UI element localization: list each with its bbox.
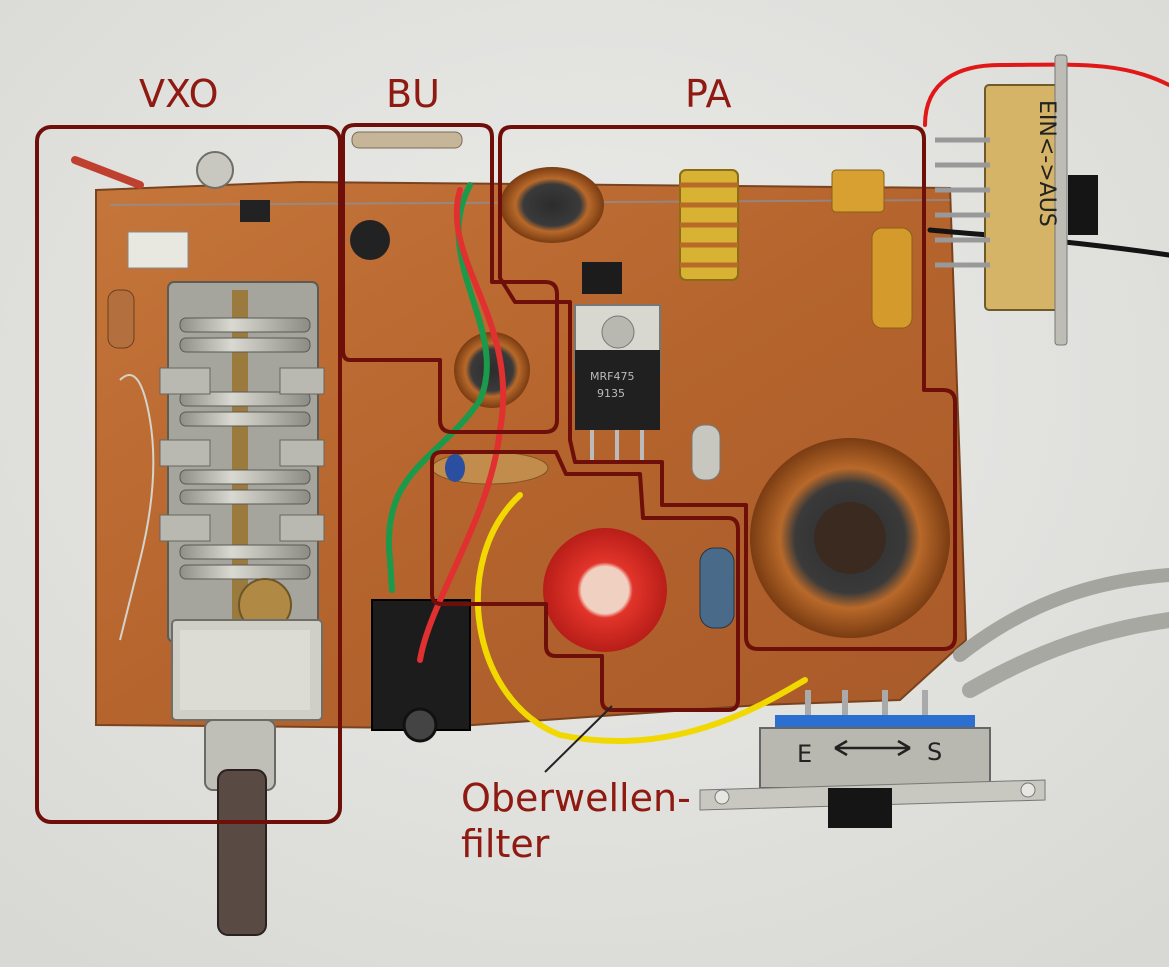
transistor-code: 9135 bbox=[597, 387, 625, 400]
bu-label: BU bbox=[386, 72, 440, 116]
filter-label: Oberwellen- filter bbox=[461, 775, 691, 867]
double-arrow-icon bbox=[834, 739, 911, 757]
bu-components bbox=[350, 131, 530, 743]
transistor-marking: MRF475 bbox=[590, 370, 634, 383]
annotation-outlines bbox=[35, 123, 957, 824]
switch-label-e: E bbox=[797, 740, 812, 768]
slide-switch: E S bbox=[699, 690, 1046, 828]
switch-label-top: EIN<->AUS bbox=[1034, 100, 1059, 227]
filter-label-line1: Oberwellen- bbox=[461, 776, 691, 820]
pa-components: MRF475 9135 bbox=[431, 167, 950, 652]
filter-label-line2: filter bbox=[461, 822, 550, 866]
variable-capacitor bbox=[159, 281, 325, 936]
pa-region-outline bbox=[498, 125, 957, 651]
filter-region-outline bbox=[430, 450, 740, 712]
vxo-label: VXO bbox=[139, 72, 219, 116]
switch-label-s: S bbox=[927, 738, 942, 766]
pa-label: PA bbox=[685, 72, 732, 116]
bu-region-outline bbox=[341, 123, 559, 434]
filter-leader-line bbox=[544, 705, 613, 773]
vxo-region-outline bbox=[35, 125, 342, 824]
wires bbox=[385, 62, 1169, 744]
vxo-components bbox=[71, 151, 270, 641]
power-switch: EIN<->AUS bbox=[935, 54, 1098, 346]
